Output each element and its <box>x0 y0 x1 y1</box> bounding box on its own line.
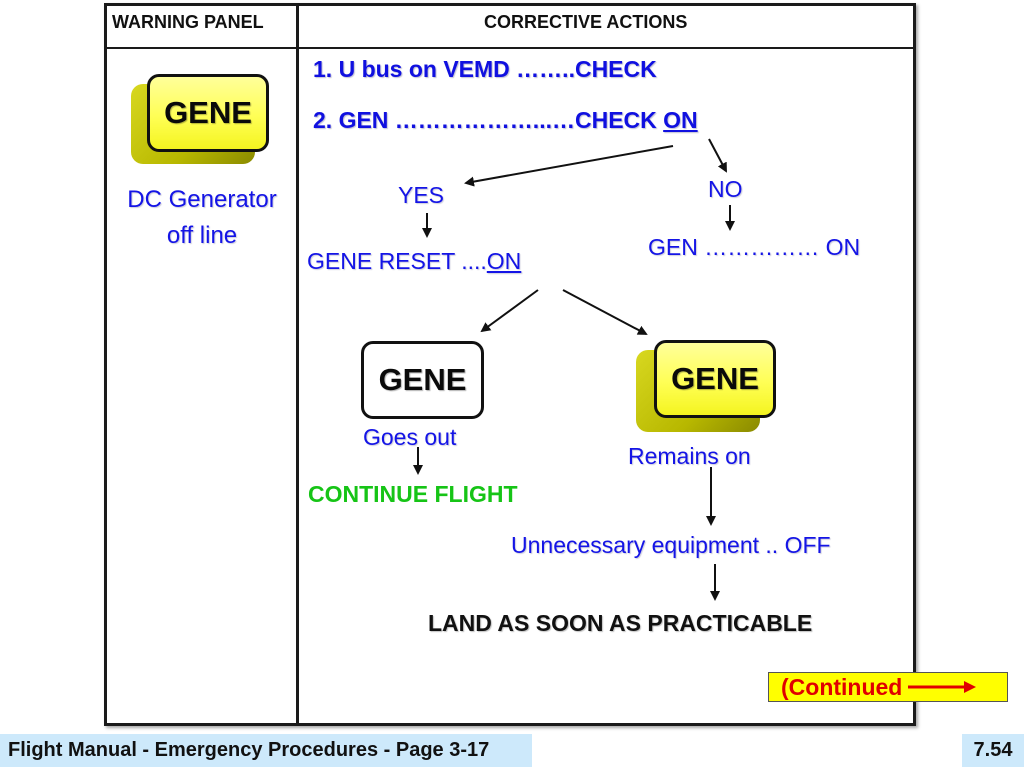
step-2-action-on: ON <box>663 107 698 133</box>
goes-out-label: Goes out <box>363 424 457 450</box>
gene-lamp-off: GENE <box>361 341 484 419</box>
gene-reset-text: GENE RESET .... <box>307 248 487 274</box>
corrective-actions-header: CORRECTIVE ACTIONS <box>484 12 688 32</box>
warning-description-line1: DC Generator <box>127 186 277 213</box>
arrow-check-to-yes <box>464 145 674 187</box>
column-divider <box>296 3 299 726</box>
footer-title: Flight Manual - Emergency Procedures - P… <box>0 734 532 767</box>
warning-lamp-gene: GENE <box>147 74 269 152</box>
step-2-text: 2. GEN ………………...…CHECK <box>313 107 664 133</box>
gene-lamp-on: GENE <box>654 340 776 418</box>
branch-yes: YES <box>398 182 445 208</box>
remains-on-label: Remains on <box>628 443 751 469</box>
step-2-gen-check: 2. GEN ………………...…CHECK ON <box>313 107 698 134</box>
step-1-u-bus-check: 1. U bus on VEMD ……..CHECK <box>313 56 657 82</box>
continued-label: (Continued <box>781 673 903 700</box>
warning-description-line2: off line <box>166 222 238 249</box>
footer-page-number: 7.54 <box>962 734 1024 767</box>
gene-reset-action-on: ON <box>486 248 522 274</box>
procedure-table <box>104 3 916 726</box>
warning-panel-header: WARNING PANEL <box>112 12 264 32</box>
arrow-check-to-no <box>708 138 727 173</box>
gen-on: GEN …………… ON <box>648 234 861 260</box>
arrow-reset-to-goes-out <box>480 289 539 333</box>
unnecessary-equipment-off: Unnecessary equipment .. OFF <box>511 532 831 558</box>
branch-no: NO <box>708 176 743 202</box>
arrow-reset-to-remains-on <box>562 289 648 335</box>
arrow-right-icon <box>908 681 977 693</box>
header-divider <box>104 47 916 49</box>
continued-link[interactable]: (Continued <box>768 672 1008 702</box>
continue-flight: CONTINUE FLIGHT <box>308 481 518 507</box>
gene-reset-on: GENE RESET ....ON <box>307 248 521 275</box>
land-as-soon-as-practicable: LAND AS SOON AS PRACTICABLE <box>428 610 813 636</box>
